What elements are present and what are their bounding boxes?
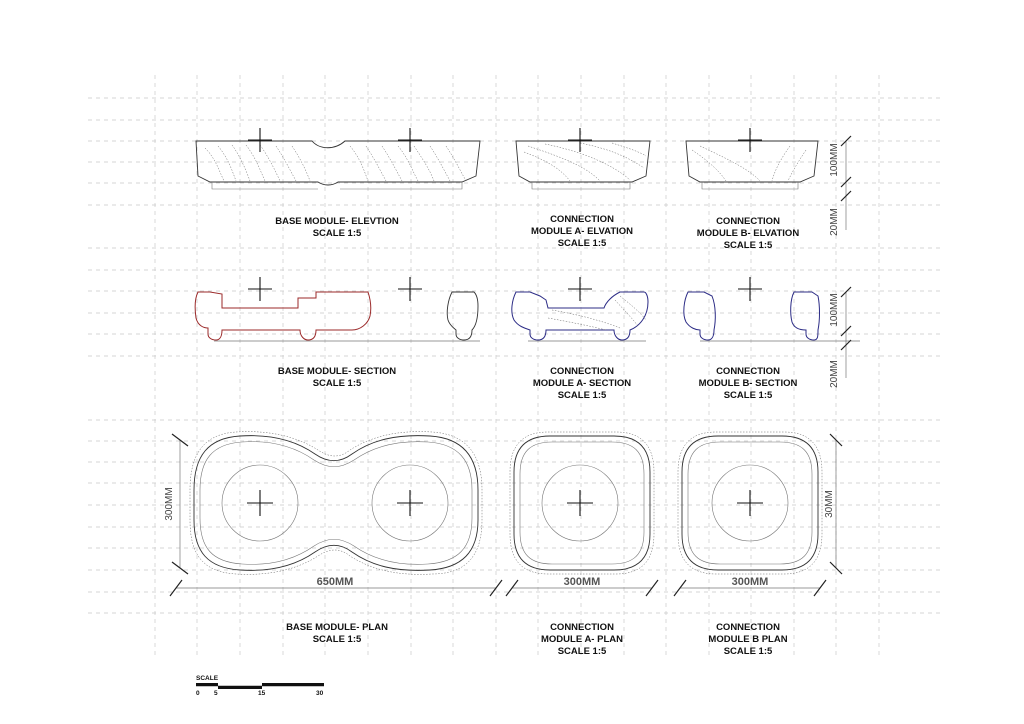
connection-module-b-section xyxy=(683,277,860,342)
connection-module-a-section xyxy=(511,277,649,342)
svg-text:300MM: 300MM xyxy=(564,576,601,588)
scale-bar-segment xyxy=(262,683,324,686)
svg-text:CONNECTION: CONNECTION xyxy=(550,622,614,633)
svg-text:100MM: 100MM xyxy=(829,293,840,326)
caption-conn-b-elevation: CONNECTION MODULE B- ELVATION SCALE 1:5 xyxy=(697,216,800,251)
caption-base-plan: BASE MODULE- PLAN SCALE 1:5 xyxy=(286,622,388,645)
base-module-plan xyxy=(189,431,483,575)
svg-text:CONNECTION: CONNECTION xyxy=(716,622,780,633)
svg-text:300MM: 300MM xyxy=(164,487,175,520)
scale-bar: SCALE 0 5 15 30 xyxy=(196,675,324,697)
caption-conn-b-section: CONNECTION MODULE B- SECTION SCALE 1:5 xyxy=(699,366,798,401)
connection-module-b-plan xyxy=(677,431,823,575)
base-plan-width-dimension: 650MM xyxy=(169,576,503,597)
section-height-dimension: 100MM 20MM xyxy=(829,286,852,388)
base-plan-depth-dimension: 300MM xyxy=(164,433,189,575)
svg-text:30MM: 30MM xyxy=(824,490,835,518)
svg-text:100MM: 100MM xyxy=(829,143,840,176)
svg-text:SCALE 1:5: SCALE 1:5 xyxy=(313,634,362,645)
caption-conn-a-elevation: CONNECTION MODULE A- ELVATION SCALE 1:5 xyxy=(531,214,633,249)
svg-text:MODULE B- SECTION: MODULE B- SECTION xyxy=(699,378,798,389)
svg-text:CONNECTION: CONNECTION xyxy=(716,216,780,227)
svg-text:MODULE B- ELVATION: MODULE B- ELVATION xyxy=(697,228,800,239)
svg-text:SCALE 1:5: SCALE 1:5 xyxy=(558,238,607,249)
svg-text:650MM: 650MM xyxy=(317,576,354,588)
svg-text:MODULE A- PLAN: MODULE A- PLAN xyxy=(541,634,623,645)
base-module-section xyxy=(194,277,480,342)
svg-text:SCALE 1:5: SCALE 1:5 xyxy=(724,646,773,657)
svg-text:BASE MODULE- ELEVTION: BASE MODULE- ELEVTION xyxy=(275,216,399,227)
caption-conn-a-plan: CONNECTION MODULE A- PLAN SCALE 1:5 xyxy=(541,622,623,657)
caption-base-elevation: BASE MODULE- ELEVTION SCALE 1:5 xyxy=(275,216,399,239)
svg-text:BASE MODULE- PLAN: BASE MODULE- PLAN xyxy=(286,622,388,633)
svg-text:CONNECTION: CONNECTION xyxy=(550,214,614,225)
svg-text:15: 15 xyxy=(258,690,266,697)
svg-text:SCALE 1:5: SCALE 1:5 xyxy=(313,378,362,389)
svg-text:SCALE 1:5: SCALE 1:5 xyxy=(313,228,362,239)
svg-text:5: 5 xyxy=(214,690,218,697)
svg-text:MODULE B PLAN: MODULE B PLAN xyxy=(708,634,787,645)
svg-text:SCALE 1:5: SCALE 1:5 xyxy=(558,646,607,657)
svg-text:SCALE 1:5: SCALE 1:5 xyxy=(724,390,773,401)
caption-conn-a-section: CONNECTION MODULE A- SECTION SCALE 1:5 xyxy=(533,366,631,401)
scale-bar-segment xyxy=(196,683,218,686)
svg-text:SCALE 1:5: SCALE 1:5 xyxy=(558,390,607,401)
conn-b-plan-depth-dimension: 30MM xyxy=(824,433,843,575)
conn-a-plan-width-dimension: 300MM xyxy=(505,576,659,597)
connection-module-a-elevation xyxy=(515,128,651,190)
svg-text:BASE MODULE- SECTION: BASE MODULE- SECTION xyxy=(278,366,396,377)
svg-text:300MM: 300MM xyxy=(732,576,769,588)
connection-module-a-plan xyxy=(509,431,655,575)
svg-text:SCALE 1:5: SCALE 1:5 xyxy=(724,240,773,251)
svg-text:CONNECTION: CONNECTION xyxy=(550,366,614,377)
connection-module-b-elevation xyxy=(685,128,819,190)
conn-b-plan-width-dimension: 300MM xyxy=(673,576,827,597)
caption-base-section: BASE MODULE- SECTION SCALE 1:5 xyxy=(278,366,396,389)
elevation-height-dimension: 100MM 20MM xyxy=(829,135,852,236)
svg-text:20MM: 20MM xyxy=(829,360,840,388)
svg-text:30: 30 xyxy=(316,690,324,697)
base-module-elevation xyxy=(195,128,481,190)
svg-text:20MM: 20MM xyxy=(829,208,840,236)
caption-conn-b-plan: CONNECTION MODULE B PLAN SCALE 1:5 xyxy=(708,622,787,657)
svg-text:CONNECTION: CONNECTION xyxy=(716,366,780,377)
svg-text:MODULE A- SECTION: MODULE A- SECTION xyxy=(533,378,631,389)
svg-text:0: 0 xyxy=(196,690,200,697)
background-grid xyxy=(88,75,940,655)
svg-text:SCALE: SCALE xyxy=(196,675,219,682)
scale-bar-segment xyxy=(218,686,262,689)
svg-text:MODULE A- ELVATION: MODULE A- ELVATION xyxy=(531,226,633,237)
